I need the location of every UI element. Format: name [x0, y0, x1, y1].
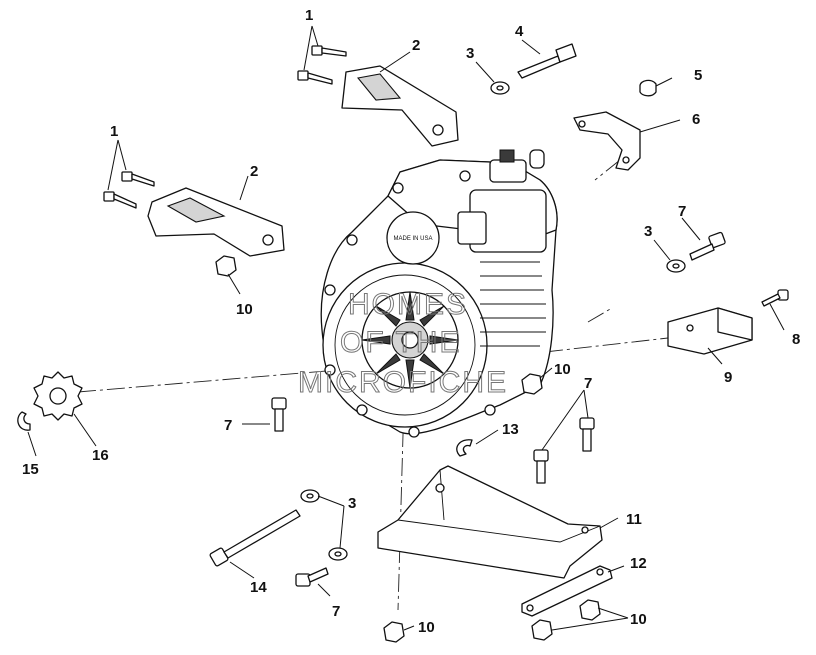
sprocket-16 — [33, 371, 83, 421]
callout-16: 16 — [92, 447, 109, 464]
bolt-7-pair-a — [533, 449, 549, 484]
callout-3-bottom: 3 — [348, 495, 356, 512]
mount-bracket-2-upper — [341, 65, 459, 147]
callout-15: 15 — [22, 461, 39, 478]
callout-4: 4 — [515, 23, 524, 40]
bolt-7-lower — [295, 567, 329, 587]
callout-13: 13 — [502, 421, 519, 438]
nut-10-bottom — [383, 621, 405, 643]
id-plate — [386, 211, 440, 265]
mount-bracket-2-lower — [147, 187, 285, 257]
callout-8: 8 — [792, 331, 800, 348]
callout-7-center: 7 — [224, 417, 232, 434]
ignition-coil — [457, 211, 487, 245]
callout-3-top: 3 — [466, 45, 474, 62]
callout-2-upper: 2 — [412, 37, 420, 54]
callout-14: 14 — [250, 579, 267, 596]
callout-10-center: 10 — [554, 361, 571, 378]
watermark-line3: MICROFICHE — [298, 366, 508, 399]
bracket-6 — [573, 111, 641, 171]
callout-5: 5 — [694, 67, 702, 84]
callouts: 1 1 2 2 3 3 3 4 5 6 7 7 7 7 8 9 10 10 10… — [22, 7, 800, 636]
callout-1-upper: 1 — [305, 7, 313, 24]
callout-7-right: 7 — [678, 203, 686, 220]
nut-10-left — [215, 255, 237, 277]
watermark-line2: OF THE — [340, 326, 461, 359]
bolt-14 — [209, 509, 301, 567]
nut-10-pair-a — [579, 599, 601, 621]
callout-11: 11 — [626, 511, 642, 528]
bolt-7-pair-b — [579, 417, 595, 452]
screw-8 — [761, 289, 789, 307]
bolt-7-right — [689, 231, 726, 261]
watermark-line1: HOMES — [348, 288, 468, 321]
leader-lines — [27, 25, 785, 631]
block-9 — [667, 307, 753, 355]
clip-13 — [456, 439, 473, 457]
washer-3-right — [666, 259, 686, 273]
callout-1-lower: 1 — [110, 123, 118, 140]
mount-plate-11 — [377, 465, 603, 579]
clip-15 — [17, 411, 31, 431]
callout-7-pair: 7 — [584, 375, 592, 392]
casing-bolts — [324, 170, 496, 438]
washer-3-top — [490, 81, 510, 95]
strap-12 — [521, 565, 613, 617]
callout-10-bottom: 10 — [418, 619, 435, 636]
callout-7-lower: 7 — [332, 603, 340, 620]
callout-10-pair: 10 — [630, 611, 647, 628]
nut-10-pair-b — [531, 619, 553, 641]
engine-assembly: MADE IN USA HOMES — [298, 149, 558, 438]
washer-3-bottom-a — [300, 489, 320, 503]
bolt-4 — [517, 43, 577, 79]
washer-3-bottom-b — [328, 547, 348, 561]
cooling-fins — [480, 261, 546, 347]
bolt-1-lower-pair — [103, 171, 155, 209]
nut-10-center — [521, 373, 543, 395]
cap-5 — [639, 79, 657, 97]
bolt-7-center — [271, 397, 287, 432]
id-plate-stamp: MADE IN USA — [393, 236, 432, 242]
flywheel — [361, 291, 459, 389]
callout-2-lower: 2 — [250, 163, 258, 180]
callout-3-right: 3 — [644, 223, 652, 240]
callout-10-left: 10 — [236, 301, 253, 318]
callout-6: 6 — [692, 111, 700, 128]
callout-9: 9 — [724, 369, 732, 386]
watermark: HOMES OF THE MICROFICHE — [298, 288, 508, 400]
bolt-1-upper-pair — [297, 45, 347, 85]
callout-12: 12 — [630, 555, 647, 572]
